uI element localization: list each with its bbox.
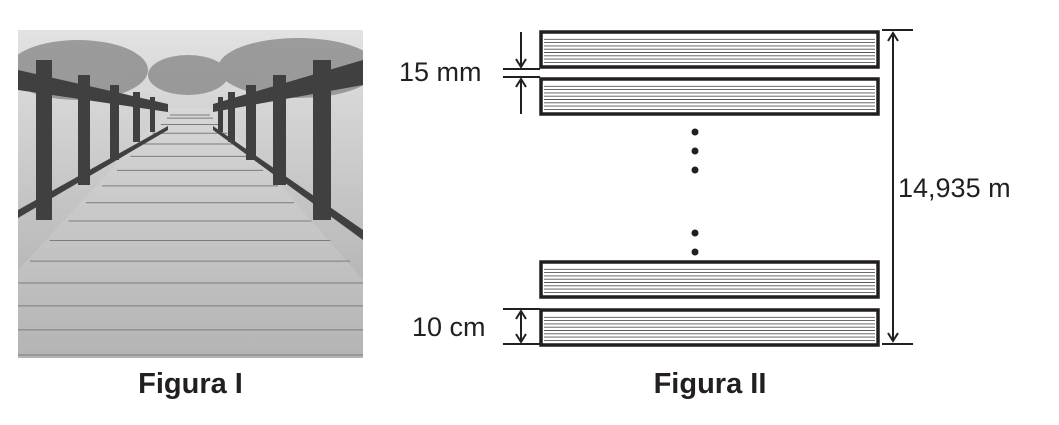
left-railing xyxy=(18,60,168,220)
total-length-dimension xyxy=(882,29,913,345)
gap-label: 15 mm xyxy=(399,57,482,87)
plank-top-1 xyxy=(539,30,880,69)
plank-top-2 xyxy=(539,77,880,116)
right-railing xyxy=(213,60,363,240)
plank-diagram: 15 mm 10 cm 14,935 m xyxy=(399,29,1011,347)
figure-2-caption: Figura II xyxy=(653,368,767,400)
ellipsis-dots xyxy=(691,128,699,256)
total-length-label: 14,935 m xyxy=(898,173,1011,203)
plank-bottom-1 xyxy=(539,308,880,347)
figure-1-caption: Figura I xyxy=(138,368,243,400)
plank-width-label: 10 cm xyxy=(412,312,486,342)
deck-plank-lines xyxy=(18,114,363,356)
deck-surface xyxy=(18,108,363,358)
plank-width-dimension xyxy=(503,308,540,345)
gap-dimension xyxy=(503,32,540,114)
plank-bottom-2 xyxy=(539,260,880,299)
boardwalk-photo xyxy=(18,30,363,358)
